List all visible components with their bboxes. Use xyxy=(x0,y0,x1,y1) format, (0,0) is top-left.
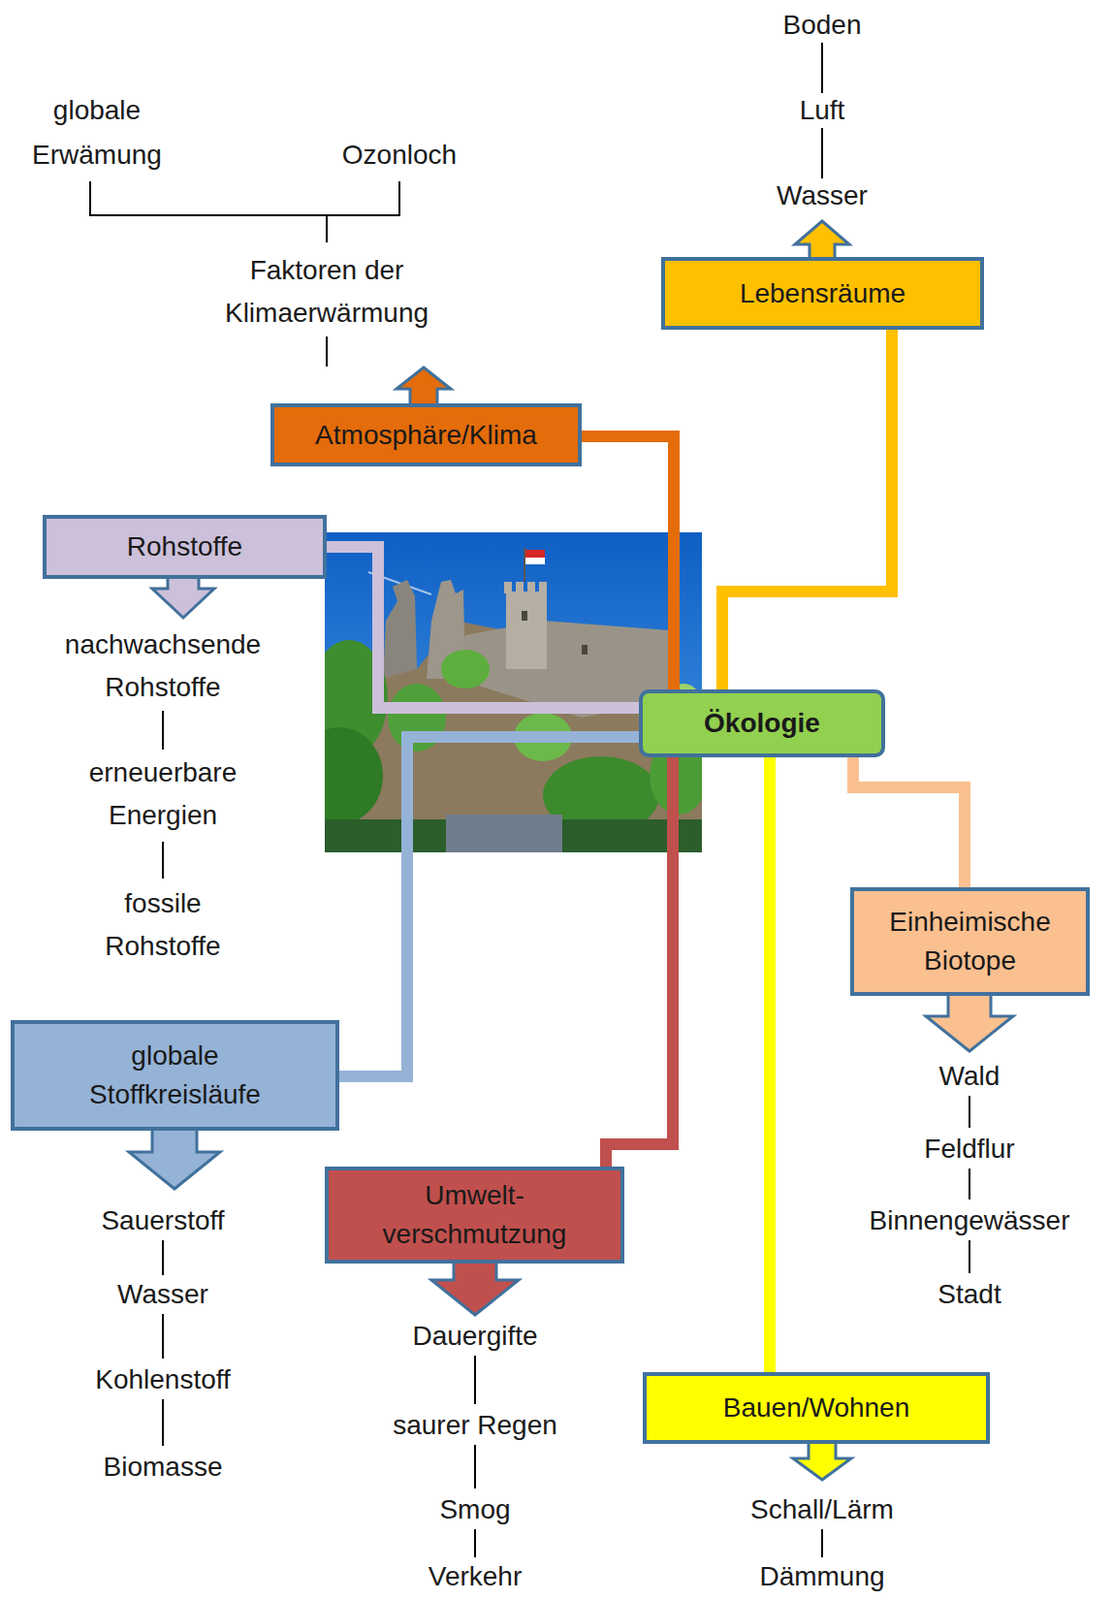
list-item: Dauergifte xyxy=(349,1314,602,1358)
box-text: Umwelt- verschmutzung xyxy=(363,1175,587,1254)
connector-line xyxy=(581,436,674,690)
list-item: Biomasse xyxy=(36,1445,289,1489)
list-item: Sauerstoff xyxy=(36,1199,289,1242)
list-item: Luft xyxy=(696,89,949,132)
window xyxy=(521,610,528,621)
box-text: globale Stoffkreisläufe xyxy=(68,1036,283,1114)
box-text: Rohstoffe xyxy=(127,527,243,567)
window xyxy=(581,644,588,655)
list-item: erneuerbare Energien xyxy=(65,751,260,837)
list-item: Feldflur xyxy=(843,1127,1096,1171)
stem-line xyxy=(325,336,328,367)
flag xyxy=(525,557,545,565)
block-arrow xyxy=(152,574,215,618)
list-item: fossile Rohstoffe xyxy=(80,882,246,968)
list-item: Verkehr xyxy=(349,1555,602,1598)
connector-line xyxy=(763,757,776,1372)
topic-box: Atmosphäre/Klima xyxy=(270,403,582,467)
list-item: globale Erwämung xyxy=(9,88,185,178)
list-item: saurer Regen xyxy=(349,1403,602,1447)
box-text: Atmosphäre/Klima xyxy=(315,415,538,455)
flag xyxy=(525,549,545,558)
bracket xyxy=(90,181,400,216)
connector-line xyxy=(326,546,639,708)
list-item: Schall/Lärm xyxy=(696,1488,949,1531)
list-item: Wasser xyxy=(696,174,949,218)
connector-line xyxy=(339,736,639,1077)
list-item: Kohlenstoff xyxy=(36,1358,289,1401)
separator-line xyxy=(474,1355,477,1557)
list-item: Wasser xyxy=(36,1272,289,1316)
list-item: Binnengewässer xyxy=(843,1199,1096,1242)
topic-box: Lebensräume xyxy=(661,256,985,330)
connector-line xyxy=(853,757,965,888)
bracket-stem xyxy=(325,215,328,243)
separator-line xyxy=(161,1239,164,1446)
list-item: Faktoren der Klimaerwärmung xyxy=(210,249,444,335)
battlement xyxy=(515,581,524,594)
topic-box: Rohstoffe xyxy=(42,514,327,579)
box-text: Bauen/Wohnen xyxy=(723,1388,911,1428)
connector-line xyxy=(605,757,673,1167)
list-item: Stadt xyxy=(843,1272,1096,1316)
block-arrow xyxy=(793,1439,852,1480)
block-arrow xyxy=(128,1126,221,1189)
list-item: Smog xyxy=(349,1488,602,1531)
box-text: Lebensräume xyxy=(739,274,906,314)
battlement xyxy=(539,581,547,594)
separator-line xyxy=(821,1528,824,1557)
round-tower xyxy=(506,591,547,669)
list-item: Ozonloch xyxy=(273,133,526,177)
ruin-tower xyxy=(382,579,417,679)
box-text: Einheimische Biotope xyxy=(873,902,1068,981)
block-arrow xyxy=(431,1259,519,1315)
flag-pole xyxy=(523,547,526,582)
battlement xyxy=(504,581,512,594)
list-item: Boden xyxy=(696,3,949,47)
separator-line xyxy=(161,710,164,879)
list-item: Dämmung xyxy=(696,1555,949,1598)
topic-box: Einheimische Biotope xyxy=(850,887,1090,996)
block-arrow xyxy=(925,991,1014,1051)
connector-line xyxy=(722,329,892,690)
house xyxy=(445,814,563,853)
block-arrow xyxy=(794,221,850,262)
tree xyxy=(441,649,490,689)
topic-box: globale Stoffkreisläufe xyxy=(10,1019,340,1131)
tree xyxy=(324,727,383,825)
list-item: Wald xyxy=(843,1054,1096,1098)
topic-box: Bauen/Wohnen xyxy=(642,1371,990,1444)
topic-box: Umwelt- verschmutzung xyxy=(324,1166,625,1264)
list-item: nachwachsende Rohstoffe xyxy=(51,623,275,709)
center-box: Ökologie xyxy=(638,689,886,758)
separator-line xyxy=(968,1095,971,1273)
battlement xyxy=(527,581,536,594)
block-arrow xyxy=(396,367,451,408)
box-text: Ökologie xyxy=(703,703,821,743)
